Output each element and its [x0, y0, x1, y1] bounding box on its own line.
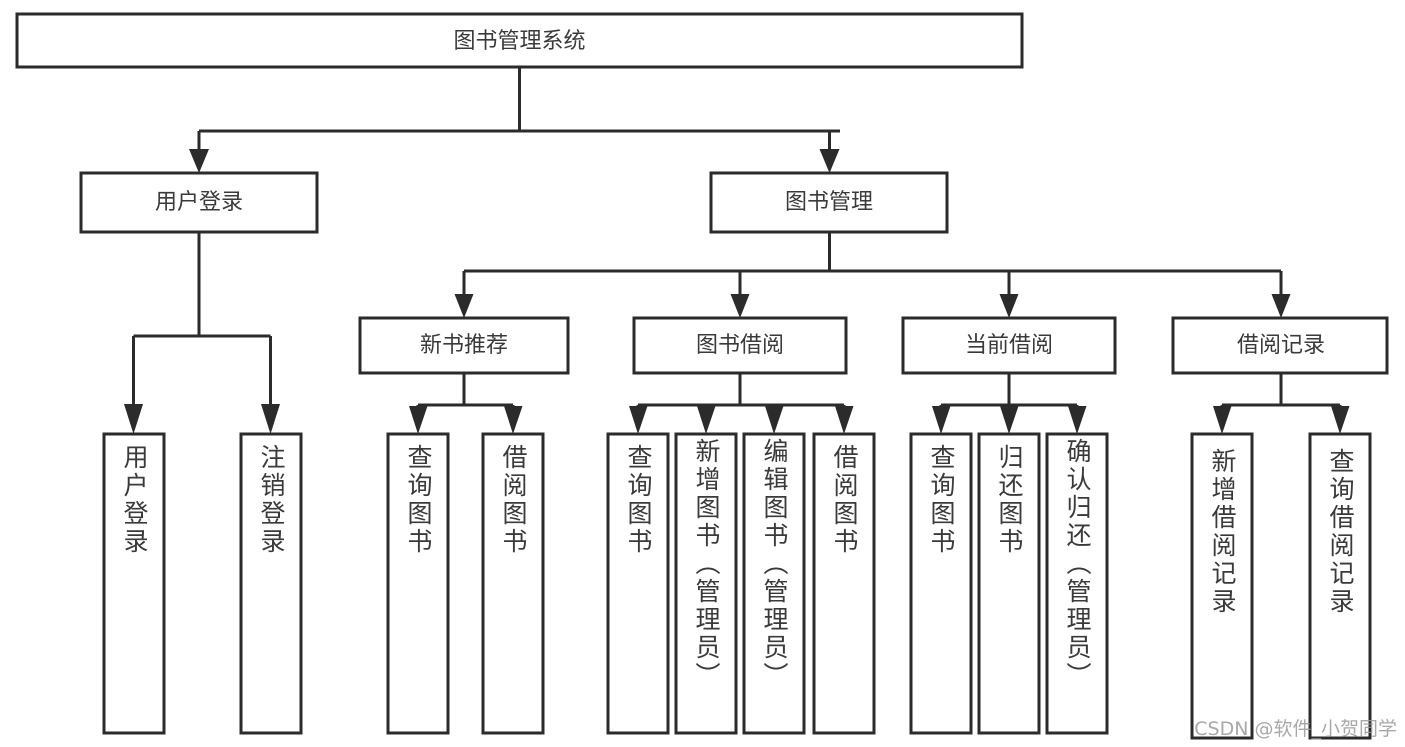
arrow-head-cb-leaf-3 — [1068, 406, 1087, 434]
leaf-box-bb-borrow-book[interactable] — [812, 432, 876, 735]
node-user-login-box[interactable] — [79, 171, 319, 234]
arrow-head-book-borrow — [730, 294, 750, 318]
arrow-head-current-borrow — [999, 294, 1019, 318]
arrow-head-new-book-recommend — [454, 294, 474, 318]
leaf-box-logout[interactable] — [239, 432, 303, 735]
node-book-borrow-box[interactable] — [632, 316, 848, 375]
leaf-box-br-query-record[interactable] — [1308, 432, 1372, 740]
arrow-head-cb-leaf-1 — [932, 406, 951, 434]
arrow-head-leaf-user-login — [124, 404, 143, 434]
leaf-box-bb-edit-book[interactable] — [742, 432, 806, 735]
leaf-box-bb-query-book[interactable] — [606, 432, 670, 735]
node-borrow-records-label: 借阅记录 — [1237, 333, 1325, 358]
arrow-head-nbr-leaf-2 — [504, 406, 523, 434]
node-user-login-label: 用户登录 — [155, 190, 243, 215]
node-root-label: 图书管理系统 — [453, 29, 585, 54]
connector-group — [124, 67, 1350, 434]
leaf-box-br-add-record[interactable] — [1190, 432, 1254, 740]
watermark-text: CSDN @软件_小贺同学 — [1194, 718, 1397, 740]
arrow-head-br-leaf-2 — [1331, 406, 1350, 434]
node-root-box[interactable] — [15, 12, 1024, 69]
leaf-box-nbr-borrow-book[interactable] — [481, 432, 545, 735]
leaf-box-cb-query-book[interactable] — [909, 432, 973, 735]
arrow-head-bb-leaf-2 — [697, 406, 716, 434]
node-borrow-records-box[interactable] — [1171, 316, 1389, 375]
node-book-manage-label: 图书管理 — [785, 190, 873, 215]
node-current-borrow-label: 当前借阅 — [965, 333, 1053, 358]
node-new-book-recommend-label: 新书推荐 — [420, 333, 508, 358]
node-book-borrow-label: 图书借阅 — [696, 333, 784, 358]
node-current-borrow-box[interactable] — [901, 316, 1117, 375]
arrow-head-leaf-logout — [261, 404, 280, 434]
arrow-head-book-manage — [819, 149, 840, 173]
arrow-head-borrow-records — [1271, 294, 1291, 318]
leaf-box-user-login[interactable] — [102, 432, 166, 735]
arrow-head-user-login — [189, 149, 209, 173]
leaf-box-nbr-query-book[interactable] — [386, 432, 450, 735]
arrow-head-bb-leaf-3 — [765, 406, 784, 434]
node-book-manage-box[interactable] — [709, 171, 949, 234]
leaf-box-cb-confirm-return[interactable] — [1045, 432, 1109, 735]
leaf-box-cb-return-book[interactable] — [977, 432, 1041, 735]
arrow-head-bb-leaf-1 — [629, 406, 648, 434]
arrow-head-bb-leaf-4 — [835, 406, 854, 434]
node-new-book-recommend-box[interactable] — [358, 316, 570, 375]
arrow-head-br-leaf-1 — [1213, 406, 1232, 434]
arrow-head-nbr-leaf-1 — [409, 406, 428, 434]
arrow-head-cb-leaf-2 — [1000, 406, 1019, 434]
leaf-box-bb-add-book[interactable] — [674, 432, 738, 735]
